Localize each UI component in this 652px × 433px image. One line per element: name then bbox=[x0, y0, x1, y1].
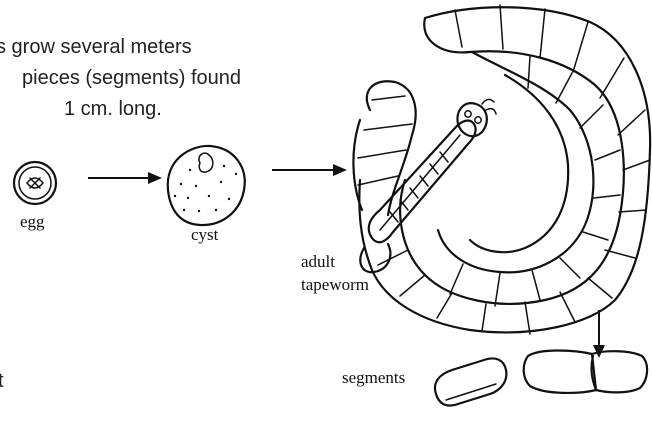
arrow-icon bbox=[272, 164, 347, 176]
arrow-icon bbox=[88, 172, 162, 184]
segments-label: segments bbox=[342, 368, 405, 387]
intro-line-1: s grow several meters bbox=[0, 36, 192, 58]
adult-label-line-1: adult bbox=[301, 252, 335, 271]
intro-text: s grow several meters pieces (segments) … bbox=[0, 36, 241, 120]
segments-icon bbox=[435, 351, 647, 406]
adult-tapeworm-icon bbox=[353, 5, 650, 334]
intro-line-3: 1 cm. long. bbox=[64, 98, 162, 120]
cyst-label: cyst bbox=[191, 225, 219, 244]
egg-label: egg bbox=[20, 212, 45, 231]
cyst-icon bbox=[168, 146, 245, 225]
intro-line-2: pieces (segments) found bbox=[22, 67, 241, 89]
egg-icon bbox=[14, 162, 56, 204]
adult-label-line-2: tapeworm bbox=[301, 275, 369, 294]
cut-off-text-fragment: t bbox=[0, 370, 4, 392]
